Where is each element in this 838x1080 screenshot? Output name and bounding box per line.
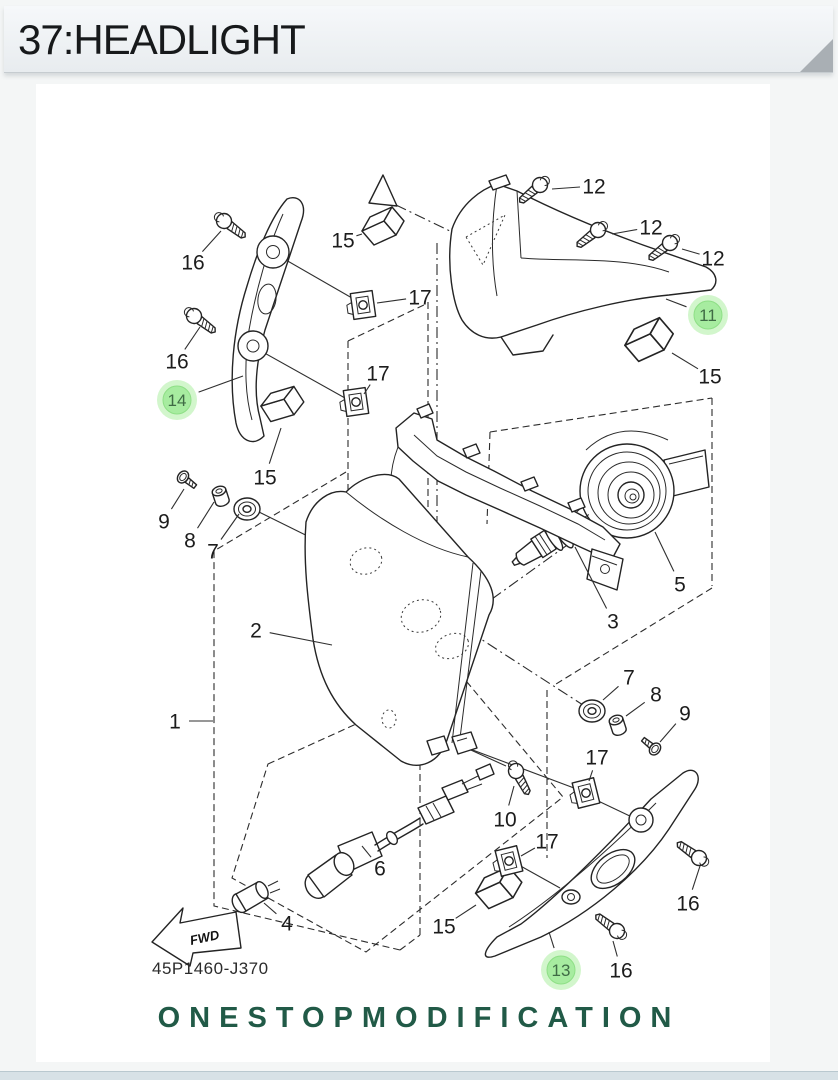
part-code: 45P1460-J370 bbox=[152, 959, 269, 978]
callout-13[interactable]: 13 bbox=[552, 961, 571, 980]
leader-line bbox=[356, 233, 363, 237]
leader-line bbox=[361, 845, 372, 858]
leader-line bbox=[198, 375, 244, 393]
callout-17: 17 bbox=[585, 747, 608, 770]
callout-16: 16 bbox=[676, 893, 699, 916]
callout-3: 3 bbox=[607, 611, 619, 634]
leader-line bbox=[654, 531, 675, 572]
part-5-bulb-cover bbox=[579, 430, 710, 539]
part-13-right-bracket bbox=[484, 769, 699, 958]
leader-line bbox=[376, 298, 407, 304]
callout-9: 9 bbox=[679, 703, 691, 726]
callout-14[interactable]: 14 bbox=[168, 391, 187, 410]
fwd-label: FWD bbox=[189, 927, 222, 948]
callout-12: 12 bbox=[639, 217, 662, 240]
leader-line bbox=[602, 685, 619, 701]
leader-line bbox=[681, 248, 700, 255]
leader-line bbox=[170, 488, 185, 510]
callout-15: 15 bbox=[698, 366, 721, 389]
leader-line bbox=[665, 298, 687, 308]
highlight-circle[interactable] bbox=[546, 955, 576, 985]
callout-4: 4 bbox=[281, 913, 293, 936]
part-4-position-bulb bbox=[231, 880, 281, 914]
leader-line bbox=[201, 230, 222, 252]
callout-2: 2 bbox=[250, 620, 262, 643]
callout-7: 7 bbox=[623, 667, 635, 690]
leader-line bbox=[588, 770, 594, 782]
callout-11[interactable]: 11 bbox=[699, 306, 717, 325]
leader-line bbox=[574, 546, 608, 609]
leader-line bbox=[269, 632, 333, 646]
leader-line bbox=[220, 513, 240, 540]
callout-6: 6 bbox=[374, 858, 386, 881]
pointer-dart bbox=[368, 174, 398, 207]
callout-15: 15 bbox=[432, 916, 455, 939]
leader-line bbox=[671, 352, 699, 370]
leader-line bbox=[184, 326, 201, 350]
callout-8: 8 bbox=[650, 684, 662, 707]
callout-1: 1 bbox=[169, 711, 181, 734]
leader-line bbox=[520, 847, 536, 857]
fwd-arrow: FWD bbox=[151, 907, 242, 967]
leader-line bbox=[548, 931, 555, 949]
page-title: 37:HEADLIGHT bbox=[18, 16, 306, 63]
highlight-circle[interactable] bbox=[162, 385, 192, 415]
callout-16: 16 bbox=[165, 351, 188, 374]
highlight-circle[interactable] bbox=[693, 300, 723, 330]
part-2-headlight-unit bbox=[304, 403, 624, 766]
callout-7: 7 bbox=[207, 541, 219, 564]
callout-16: 16 bbox=[609, 960, 632, 983]
callout-17: 17 bbox=[408, 287, 431, 310]
callout-15: 15 bbox=[253, 467, 276, 490]
leader-line bbox=[197, 501, 215, 529]
leader-line bbox=[611, 228, 638, 235]
callout-17: 17 bbox=[366, 363, 389, 386]
leader-line bbox=[625, 701, 646, 717]
callout-17: 17 bbox=[535, 831, 558, 854]
leader-line bbox=[691, 865, 701, 890]
watermark: ONESTOPMODIFICATION bbox=[157, 1002, 681, 1034]
callout-10: 10 bbox=[493, 809, 516, 832]
callout-8: 8 bbox=[184, 530, 196, 553]
callout-12: 12 bbox=[701, 248, 724, 271]
section-header-bar: 37:HEADLIGHT bbox=[4, 6, 833, 73]
callout-16: 16 bbox=[181, 252, 204, 275]
leader-line bbox=[551, 186, 581, 190]
leader-line bbox=[508, 785, 515, 806]
leader-line bbox=[659, 723, 677, 743]
callout-12: 12 bbox=[582, 176, 605, 199]
part-14-left-bracket bbox=[231, 197, 305, 443]
leader-line bbox=[268, 427, 282, 464]
callout-9: 9 bbox=[158, 511, 170, 534]
callout-5: 5 bbox=[674, 574, 686, 597]
part-11-upper-cowl bbox=[449, 174, 717, 356]
bottom-bar bbox=[0, 1071, 838, 1080]
page-corner-fold-icon bbox=[800, 39, 833, 72]
callout-15: 15 bbox=[331, 230, 354, 253]
leader-line bbox=[263, 902, 277, 915]
leader-line bbox=[455, 904, 477, 919]
part-6-socket-harness bbox=[304, 763, 495, 900]
leader-line bbox=[612, 940, 618, 957]
leader-line bbox=[363, 384, 371, 395]
